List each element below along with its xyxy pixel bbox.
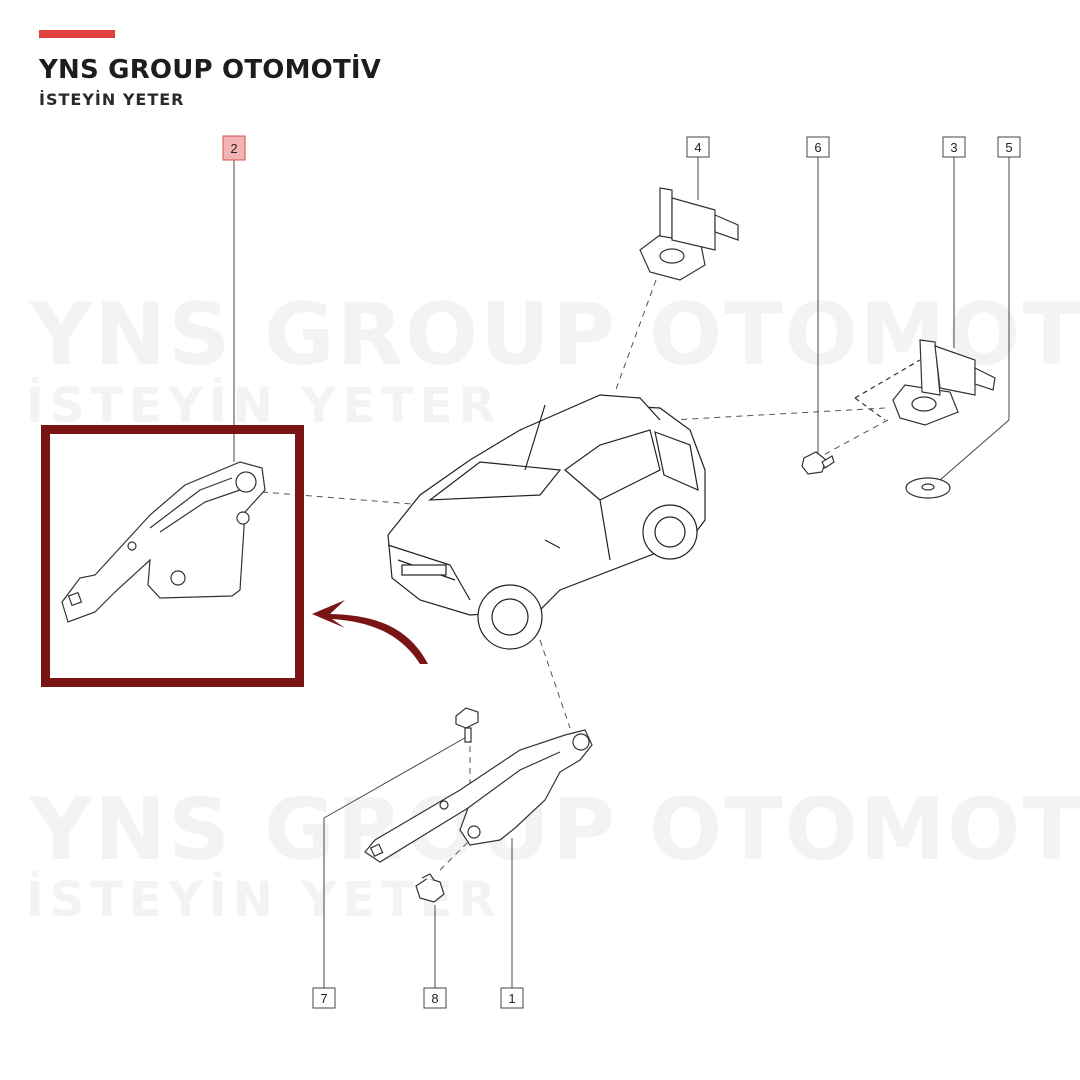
hinge-part-icon bbox=[639, 187, 739, 281]
callout-2-label: 2 bbox=[230, 141, 237, 156]
callout-4-label: 4 bbox=[694, 140, 701, 155]
callout-3-label: 3 bbox=[950, 140, 957, 155]
brand-title: YNS GROUP OTOMOTİV bbox=[39, 55, 382, 85]
bolt-icon bbox=[801, 451, 835, 475]
callout-6[interactable]: 6 bbox=[806, 136, 830, 158]
callout-labels: 2 4 6 3 5 7 8 1 bbox=[222, 135, 1021, 1009]
callout-7-label: 7 bbox=[320, 991, 327, 1006]
callout-2[interactable]: 2 bbox=[222, 135, 246, 161]
bracket-part-icon bbox=[364, 729, 593, 863]
callout-1[interactable]: 1 bbox=[500, 987, 524, 1009]
callout-1-label: 1 bbox=[508, 991, 515, 1006]
selected-part-highlight bbox=[41, 425, 304, 687]
car-illustration-icon bbox=[387, 394, 706, 650]
callout-5-label: 5 bbox=[1005, 140, 1012, 155]
bolt-icon bbox=[415, 873, 445, 903]
callout-7[interactable]: 7 bbox=[312, 987, 336, 1009]
callout-6-label: 6 bbox=[814, 140, 821, 155]
callout-3[interactable]: 3 bbox=[942, 136, 966, 158]
callout-4[interactable]: 4 bbox=[686, 136, 710, 158]
washer-icon bbox=[905, 477, 951, 499]
brand-accent-bar bbox=[39, 30, 115, 38]
pointer-arrow-icon bbox=[312, 600, 428, 664]
callout-8[interactable]: 8 bbox=[423, 987, 447, 1009]
assembly-paths bbox=[261, 279, 889, 871]
hinge-part-icon bbox=[854, 339, 996, 426]
callout-8-label: 8 bbox=[431, 991, 438, 1006]
callout-5[interactable]: 5 bbox=[997, 136, 1021, 158]
leader-lines bbox=[233, 157, 1010, 988]
bracket-part-icon bbox=[61, 461, 266, 623]
bolt-icon bbox=[455, 707, 479, 743]
brand-tagline: İSTEYİN YETER bbox=[39, 90, 185, 109]
